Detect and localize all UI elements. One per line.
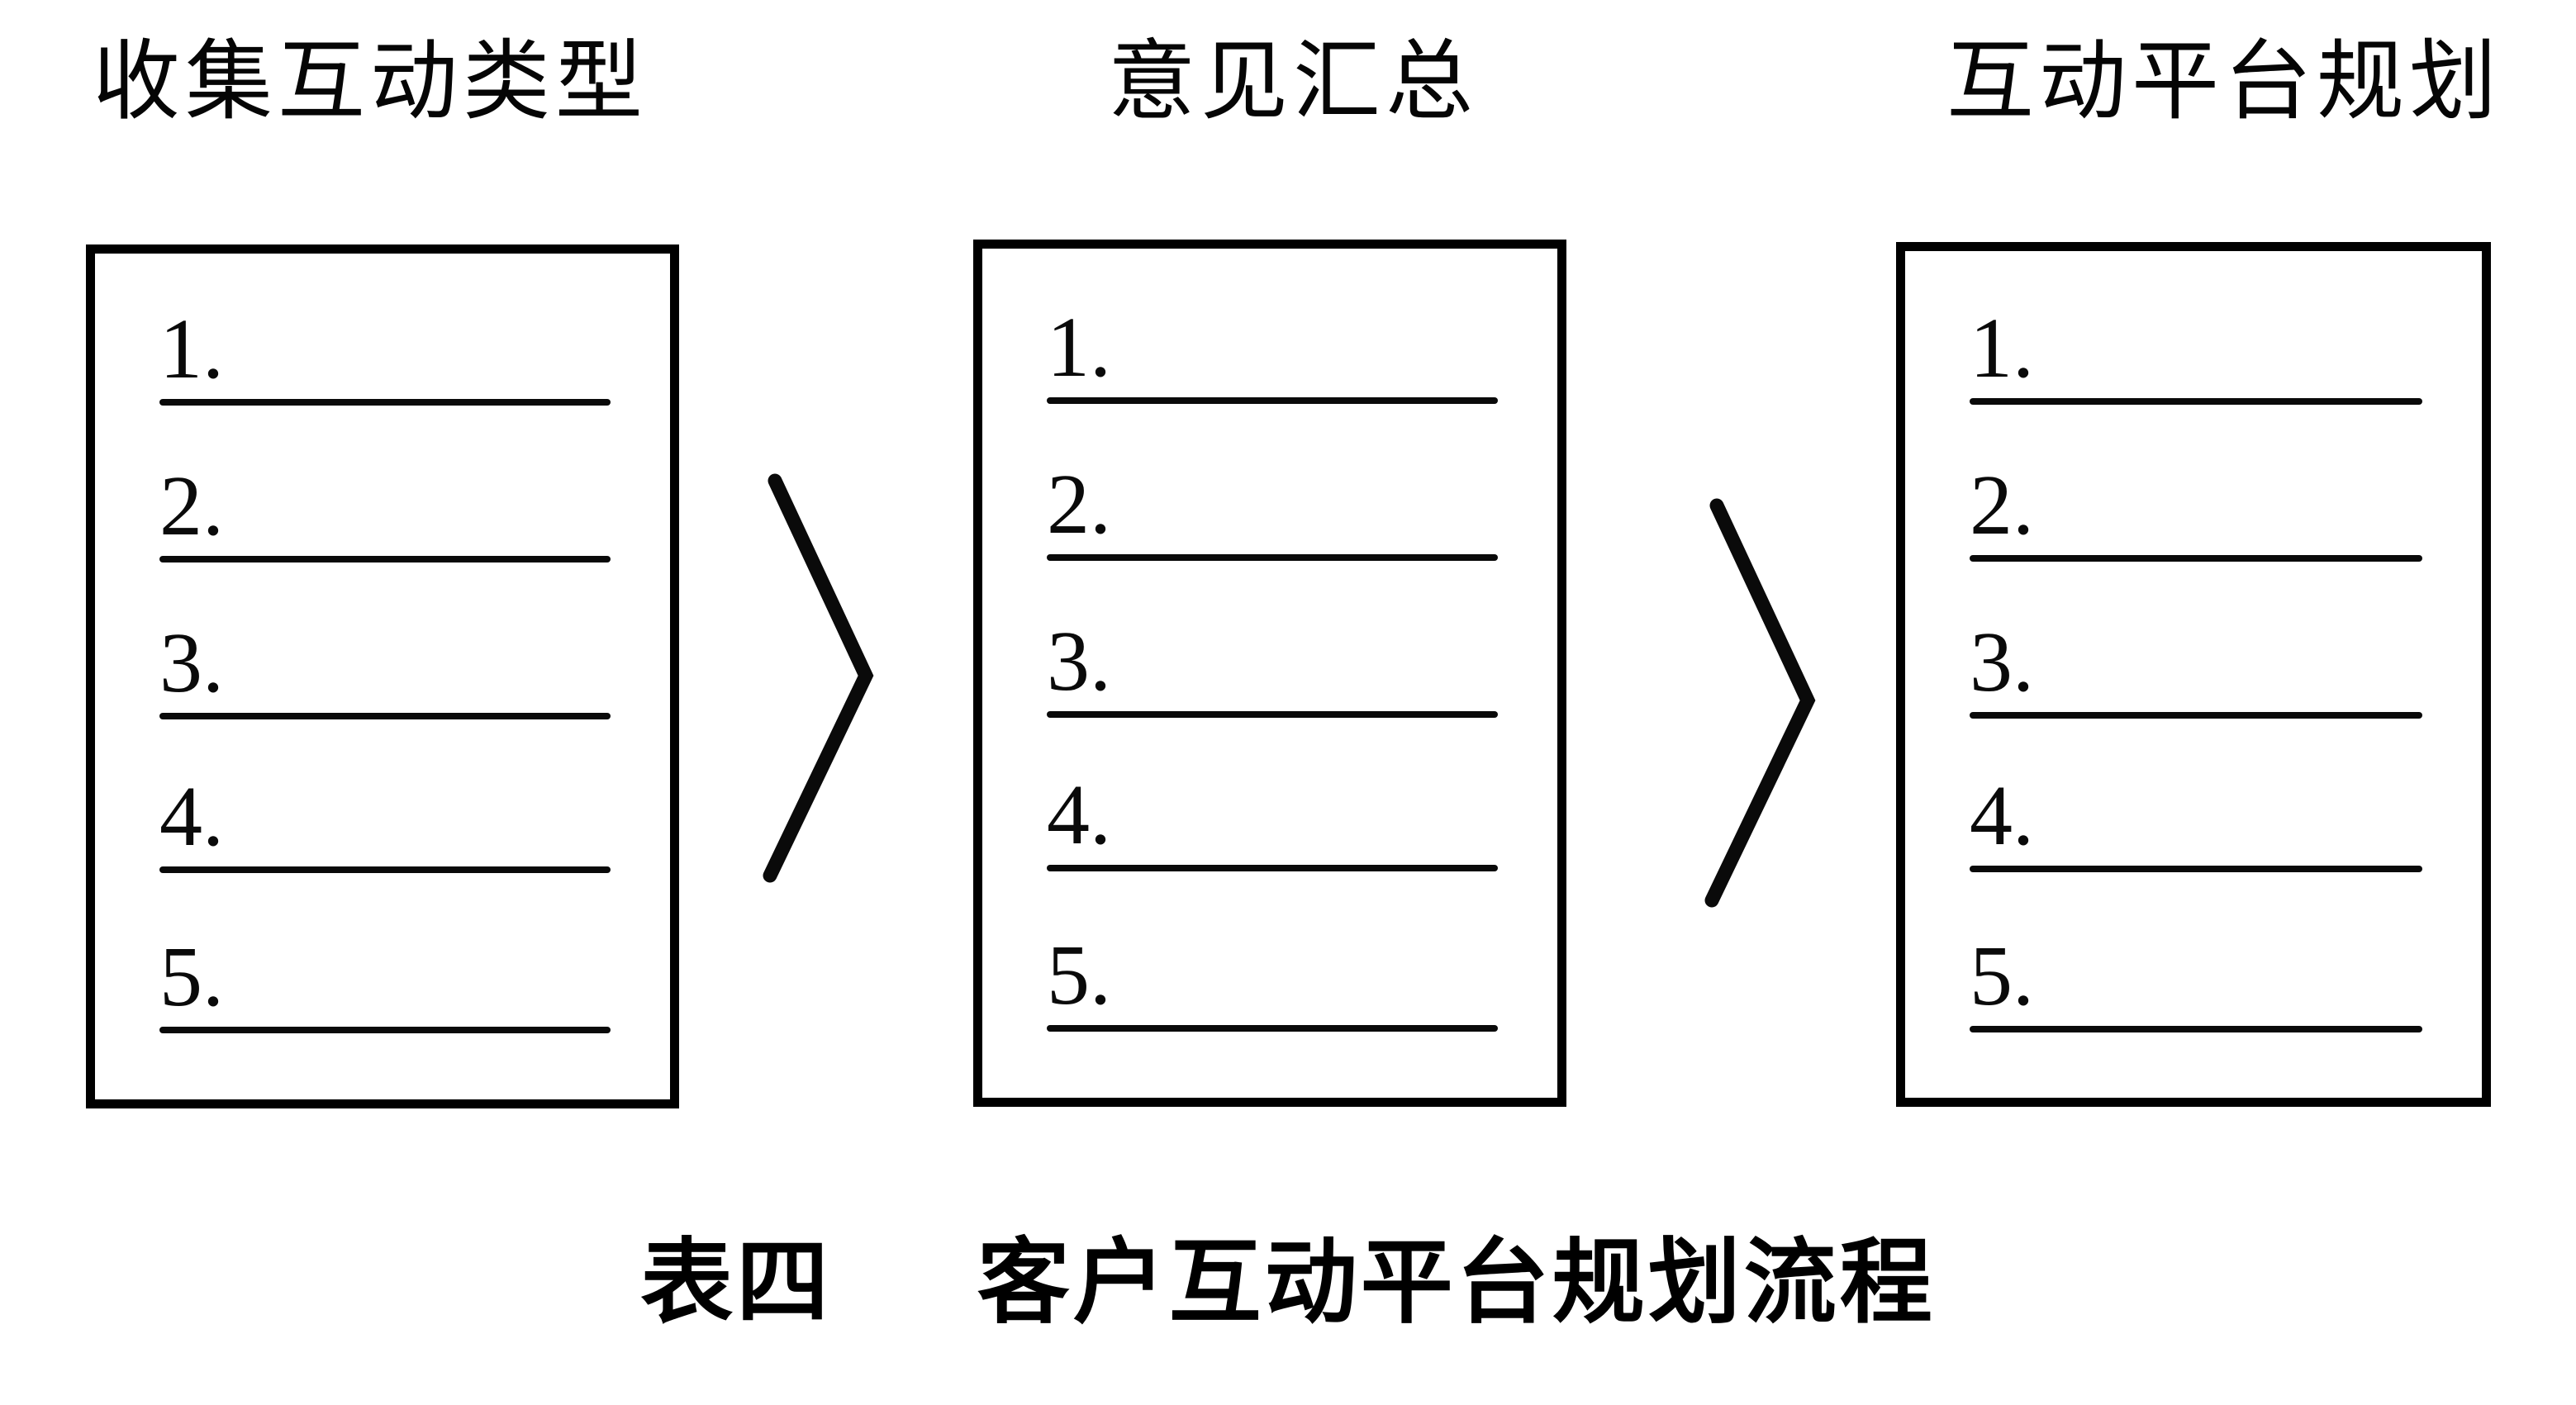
list-item[interactable]: 1.	[1970, 297, 2422, 405]
write-in-rule[interactable]	[1970, 712, 2422, 719]
list-item[interactable]: 3.	[1970, 611, 2422, 719]
write-in-rule[interactable]	[1047, 397, 1498, 404]
line-list: 1. 2. 3. 4. 5.	[95, 254, 670, 1099]
write-in-rule[interactable]	[1047, 1025, 1498, 1032]
list-item-marker: 3.	[1047, 614, 1111, 709]
list-item-marker: 5.	[159, 929, 224, 1024]
list-item-marker: 5.	[1047, 928, 1111, 1023]
stage-heading-interaction-platform-planning: 互动平台规划	[1946, 33, 2502, 131]
line-list: 1. 2. 3. 4. 5.	[1905, 251, 2482, 1098]
write-in-rule[interactable]	[159, 713, 611, 719]
list-item-marker: 1.	[159, 301, 224, 396]
list-item-marker: 1.	[1970, 301, 2034, 396]
list-item-marker: 3.	[159, 615, 224, 710]
write-in-rule[interactable]	[159, 1027, 611, 1033]
list-item-marker: 5.	[1970, 928, 2034, 1023]
list-item[interactable]: 1.	[1047, 297, 1498, 404]
list-item[interactable]: 4.	[1970, 765, 2422, 872]
write-in-rule[interactable]	[1970, 555, 2422, 562]
stage-heading-opinion-summary: 意见汇总	[1108, 33, 1478, 131]
list-item[interactable]: 2.	[1047, 453, 1498, 561]
list-item-marker: 1.	[1047, 300, 1111, 395]
list-item-marker: 2.	[159, 458, 224, 553]
list-item-marker: 2.	[1047, 457, 1111, 552]
list-item-marker: 4.	[1047, 767, 1111, 862]
list-item[interactable]: 2.	[1970, 454, 2422, 562]
list-item-marker: 4.	[1970, 768, 2034, 863]
list-item[interactable]: 4.	[1047, 764, 1498, 871]
write-in-rule[interactable]	[1047, 711, 1498, 718]
write-in-rule[interactable]	[1970, 866, 2422, 872]
list-item-marker: 2.	[1970, 458, 2034, 553]
list-item-marker: 4.	[159, 769, 224, 864]
list-item[interactable]: 3.	[1047, 610, 1498, 718]
write-in-rule[interactable]	[1047, 554, 1498, 561]
figure-caption: 表四 客户互动平台规划流程	[640, 1231, 1936, 1334]
write-in-rule[interactable]	[159, 399, 611, 406]
write-in-rule[interactable]	[1970, 1026, 2422, 1032]
list-item[interactable]: 5.	[1970, 925, 2422, 1032]
line-list: 1. 2. 3. 4. 5.	[982, 249, 1557, 1098]
write-in-rule[interactable]	[159, 556, 611, 562]
chevron-right-icon	[744, 463, 909, 892]
stage-heading-collect-interaction-types: 收集互动类型	[93, 33, 648, 131]
list-item[interactable]: 3.	[159, 612, 611, 719]
list-item-marker: 3.	[1970, 615, 2034, 710]
list-item[interactable]: 4.	[159, 766, 611, 873]
write-in-rule[interactable]	[1047, 865, 1498, 871]
list-item[interactable]: 1.	[159, 298, 611, 406]
write-in-rule[interactable]	[1970, 398, 2422, 405]
list-item[interactable]: 5.	[159, 926, 611, 1033]
stage-box-interaction-platform-planning: 1. 2. 3. 4. 5.	[1896, 242, 2491, 1107]
write-in-rule[interactable]	[159, 866, 611, 873]
stage-box-collect-interaction-types: 1. 2. 3. 4. 5.	[86, 244, 679, 1108]
chevron-right-icon	[1685, 487, 1851, 917]
stage-box-opinion-summary: 1. 2. 3. 4. 5.	[973, 240, 1566, 1107]
list-item[interactable]: 2.	[159, 455, 611, 562]
list-item[interactable]: 5.	[1047, 924, 1498, 1032]
